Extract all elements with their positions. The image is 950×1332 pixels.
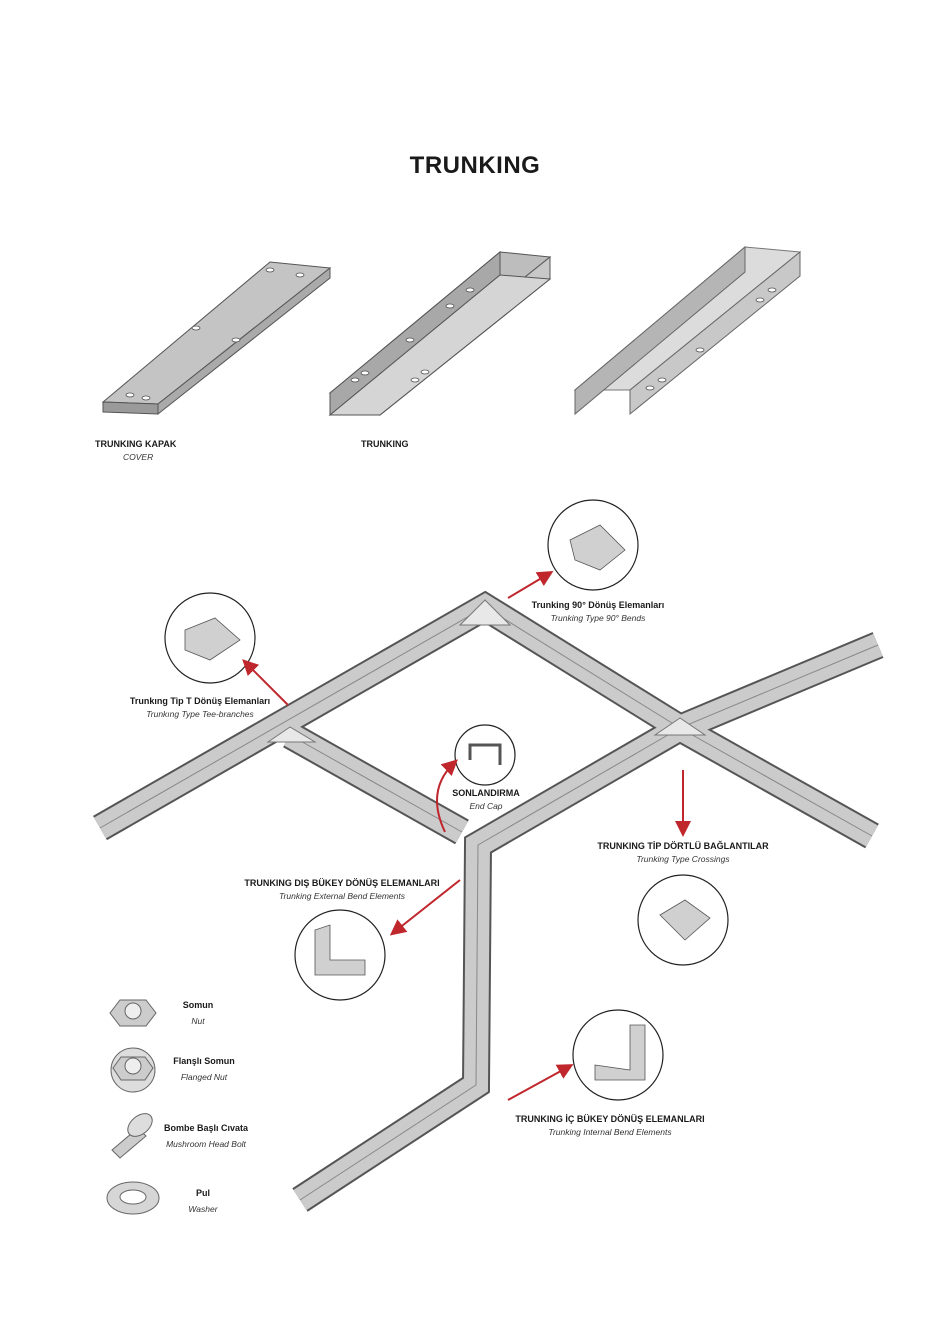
bend90-label: Trunking 90° Dönüş Elemanları Trunking T… <box>531 600 665 623</box>
page-title: TRUNKING <box>409 152 541 179</box>
endcap-label: SONLANDIRMA End Cap <box>452 788 520 811</box>
trunking-label: TRUNKING <box>361 439 409 449</box>
flanged-nut-label: Flanşlı Somun Flanged Nut <box>173 1056 235 1082</box>
hardware-icons <box>106 999 160 1215</box>
washer-icon <box>106 1181 160 1215</box>
internal-bend-label: TRUNKING İÇ BÜKEY DÖNÜŞ ELEMANLARI Trunk… <box>515 1114 705 1137</box>
trunking-assembly <box>93 590 884 1212</box>
trunking-illustration <box>328 250 552 417</box>
external-bend-detail-circle <box>294 909 386 1001</box>
cover-illustration <box>101 261 332 416</box>
internal-bend-detail-circle <box>572 1009 664 1101</box>
cover-label: TRUNKING KAPAK COVER <box>95 439 177 462</box>
crossing-label: TRUNKING TİP DÖRTLÜ BAĞLANTILAR Trunking… <box>597 841 769 864</box>
external-bend-label: TRUNKING DIŞ BÜKEY DÖNÜŞ ELEMANLARI Trun… <box>244 878 440 901</box>
bolt-label: Bombe Başlı Cıvata Mushroom Head Bolt <box>163 1123 249 1149</box>
tee-label: Trunkıng Tip T Dönüş Elemanları Trunkıng… <box>129 696 271 719</box>
mushroom-bolt-icon <box>111 1113 153 1159</box>
washer-label: Pul Washer <box>188 1188 218 1214</box>
callout-arrows <box>242 570 691 1101</box>
nut-label: Somun Nut <box>182 1000 214 1026</box>
endcap-detail-circle <box>454 724 516 786</box>
closed-trunking-illustration <box>573 245 802 416</box>
